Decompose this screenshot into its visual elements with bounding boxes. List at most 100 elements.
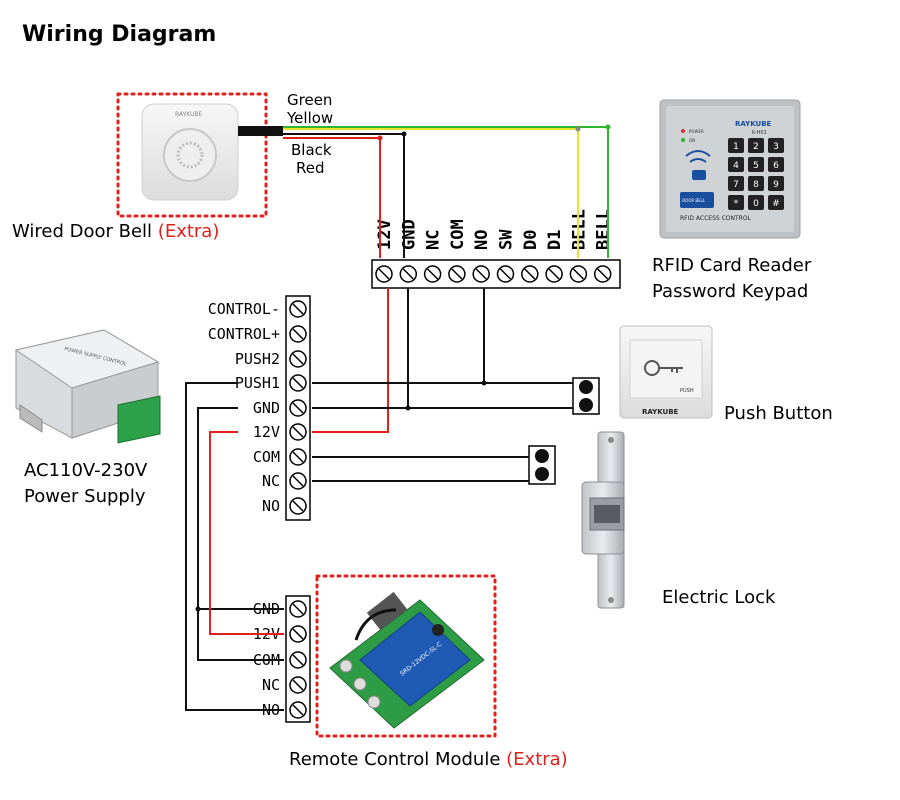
keypad-terminal-screw bbox=[521, 265, 539, 283]
12v-to-remote-wire bbox=[209, 431, 284, 635]
door-bell-cable bbox=[238, 126, 283, 136]
psu-terminal-label: NC bbox=[262, 472, 280, 490]
keypad-caption-line1: RFID Card Reader bbox=[652, 255, 812, 276]
door-bell-dotted-frame bbox=[116, 92, 268, 218]
psu-terminal-label: GND bbox=[253, 399, 280, 417]
keypad-terminal-label: BELL bbox=[594, 209, 614, 250]
keypad-key-label: 7 bbox=[733, 180, 739, 190]
keypad-terminal-label: 12V bbox=[375, 219, 395, 250]
keypad-terminal-screw bbox=[569, 265, 588, 283]
remote-terminal-screw bbox=[289, 600, 307, 618]
gnd-to-remote-com-wire bbox=[197, 407, 284, 661]
keypad-key: 9 bbox=[768, 176, 784, 191]
relay-icon bbox=[359, 611, 471, 707]
keypad-key-label: 6 bbox=[773, 161, 779, 171]
keypad-terminal-screw bbox=[375, 265, 393, 283]
keypad-key: # bbox=[768, 195, 784, 210]
psu-terminal-screw bbox=[289, 448, 307, 466]
keypad-terminal-label: NO bbox=[472, 230, 492, 250]
keypad-key-label: # bbox=[772, 199, 780, 209]
keypad-key: 3 bbox=[768, 138, 784, 153]
wires bbox=[185, 124, 611, 711]
svg-text:RAYKUBE: RAYKUBE bbox=[642, 408, 679, 416]
keypad-caption-line2: Password Keypad bbox=[652, 281, 809, 302]
keypad-key: 4 bbox=[728, 157, 744, 172]
keypad-key: 0 bbox=[748, 195, 764, 210]
psu-terminal-screw bbox=[289, 374, 307, 392]
keypad-key-label: 5 bbox=[753, 161, 759, 171]
power-supply-caption-line2: Power Supply bbox=[24, 486, 146, 507]
push1-to-remote-no-wire bbox=[185, 382, 284, 711]
keypad-terminal-screw bbox=[448, 265, 466, 283]
door-bell-device: RAYKUBE bbox=[116, 92, 283, 218]
keypad-terminal-label: D0 bbox=[521, 230, 541, 250]
remote-terminal-screw bbox=[289, 701, 307, 719]
remote-terminal-screw bbox=[289, 651, 307, 669]
psu-terminal-screw bbox=[289, 300, 307, 318]
psu-terminal-screw bbox=[289, 472, 307, 490]
keypad-brand: RAYKUBE bbox=[735, 120, 772, 128]
electric-lock-device bbox=[581, 431, 625, 609]
door-bell-caption: Wired Door Bell (Extra) bbox=[12, 221, 220, 242]
keypad-key-label: 0 bbox=[753, 199, 759, 209]
keypad-terminal-label: COM bbox=[448, 219, 468, 250]
psu-terminal-screw bbox=[289, 399, 307, 417]
push-button-device: PUSH RAYKUBE bbox=[619, 325, 713, 419]
remote-terminal-label: NC bbox=[262, 676, 280, 694]
wire-label-yellow: Yellow bbox=[287, 109, 334, 127]
remote-module-dotted-frame bbox=[315, 574, 497, 738]
power-supply-device: POWER SUPPLY CONTROL bbox=[14, 329, 161, 444]
power-supply-caption-line1: AC110V-230V bbox=[24, 460, 148, 481]
svg-text:PUSH: PUSH bbox=[680, 388, 694, 394]
psu-terminal-label: 12V bbox=[253, 423, 280, 441]
keypad-key: 1 bbox=[728, 138, 744, 153]
keypad-key-label: 4 bbox=[733, 161, 739, 171]
keypad-key-label: 3 bbox=[773, 142, 779, 152]
keypad-key-label: * bbox=[734, 199, 739, 209]
remote-terminal-screw bbox=[289, 625, 307, 643]
keypad-terminal-screw bbox=[496, 265, 515, 283]
keypad-terminal-label: SW bbox=[497, 229, 517, 250]
keypad-key: 2 bbox=[748, 138, 764, 153]
psu-terminal-screw bbox=[289, 325, 307, 343]
keypad-terminal-screw bbox=[593, 265, 612, 283]
psu-terminal-label: CONTROL+ bbox=[208, 325, 280, 343]
psu-terminal-screw bbox=[289, 350, 307, 368]
door-bell-speaker-icon bbox=[163, 128, 217, 182]
psu-terminal-label: PUSH2 bbox=[235, 350, 280, 368]
keypad-terminal-label: D1 bbox=[545, 230, 565, 250]
diagram-title: Wiring Diagram bbox=[22, 22, 217, 47]
svg-text:K-H01: K-H01 bbox=[752, 130, 767, 136]
keypad-terminal-screw bbox=[423, 265, 442, 283]
remote-module-caption: Remote Control Module (Extra) bbox=[289, 749, 568, 770]
keypad-doorbell-key bbox=[680, 192, 714, 208]
wire-label-black: Black bbox=[291, 141, 332, 159]
keypad-terminal-label: NC bbox=[424, 230, 444, 250]
keypad-key: * bbox=[728, 195, 744, 210]
psu-terminal-label: CONTROL- bbox=[208, 300, 280, 318]
psu-terminal-label: NO bbox=[262, 497, 280, 515]
lock-connector bbox=[528, 445, 556, 485]
svg-text:POWER: POWER bbox=[689, 129, 704, 134]
keypad-key: 8 bbox=[748, 176, 764, 191]
keypad-key-label: 9 bbox=[773, 180, 779, 190]
psu-terminal-label: COM bbox=[253, 448, 280, 466]
wire-label-red: Red bbox=[296, 159, 325, 177]
keypad-key-label: 1 bbox=[733, 142, 739, 152]
push-button-caption: Push Button bbox=[724, 403, 833, 424]
door-bell-brand: RAYKUBE bbox=[175, 111, 203, 118]
keypad-terminal-screw bbox=[399, 265, 418, 283]
electric-lock-caption: Electric Lock bbox=[662, 587, 776, 608]
keypad-key: 6 bbox=[768, 157, 784, 172]
keypad-12v-wire bbox=[312, 288, 389, 433]
keypad-terminal-screw bbox=[472, 265, 490, 283]
keypad-key: 5 bbox=[748, 157, 764, 172]
keypad-terminal-label: BELL bbox=[569, 209, 589, 250]
keypad-terminal-screw bbox=[545, 265, 563, 283]
svg-text:ON: ON bbox=[689, 138, 695, 143]
psu-terminal-screw bbox=[289, 497, 307, 515]
rfid-wave-icon bbox=[685, 150, 711, 163]
